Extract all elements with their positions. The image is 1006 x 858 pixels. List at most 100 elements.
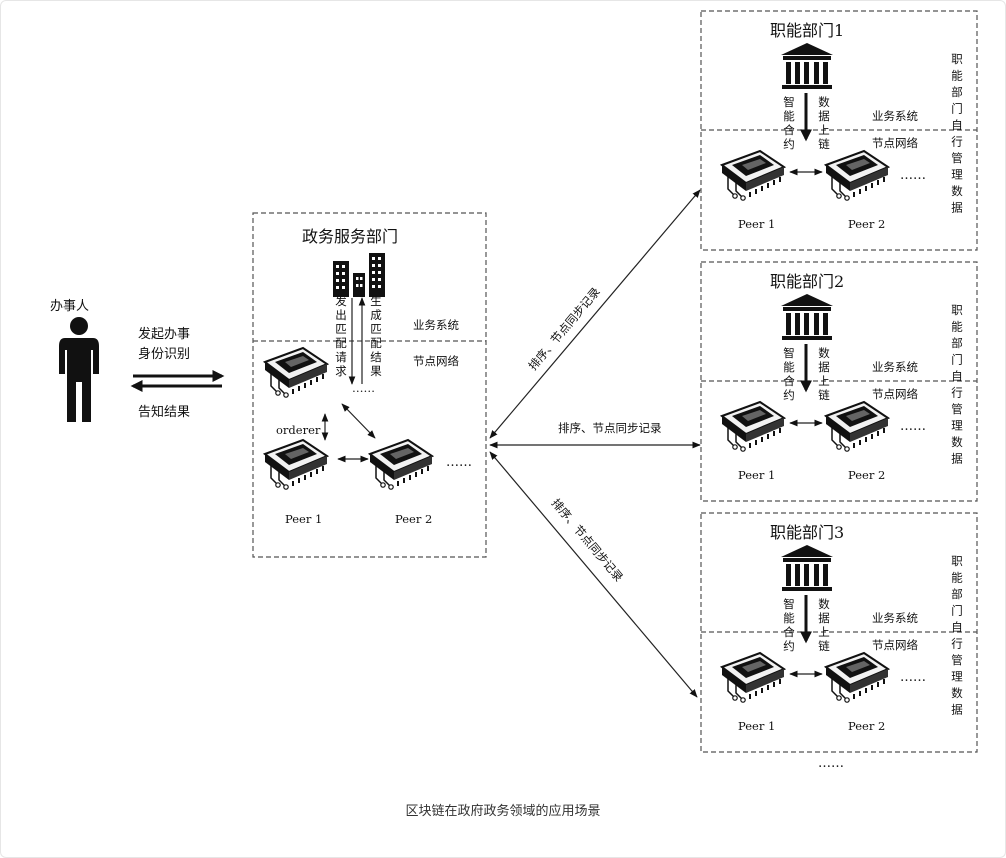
self-managed-data-label-char: 能 <box>951 571 963 585</box>
self-managed-data-label-char: 管 <box>951 402 963 416</box>
self-managed-data-label-char: 职 <box>951 52 963 66</box>
send-match-text-char: 发 <box>335 294 347 308</box>
self-managed-data-label-char: 数 <box>951 184 963 198</box>
gov-dots-small: …… <box>352 381 375 395</box>
smart-contract-label-char: 能 <box>783 611 795 625</box>
department-dots: …… <box>900 419 926 434</box>
self-managed-data-label-char: 管 <box>951 151 963 165</box>
government-building-icon <box>781 545 833 591</box>
self-managed-data-label-char: 自 <box>951 620 963 634</box>
figure-caption: 区块链在政府政务领域的应用场景 <box>405 804 601 819</box>
smart-contract-label-char: 约 <box>783 639 795 653</box>
department-dots: …… <box>900 670 926 685</box>
person-label: 办事人 <box>50 299 89 314</box>
self-managed-data-label-char: 门 <box>951 353 963 367</box>
orderer-label: orderer <box>276 423 321 437</box>
department-business-system: 业务系统 <box>872 360 918 374</box>
government-building-icon <box>781 294 833 340</box>
self-managed-data-label-char: 数 <box>951 435 963 449</box>
smart-contract-label-char: 约 <box>783 137 795 151</box>
self-managed-data-label-char: 理 <box>951 168 963 182</box>
smart-contract-label-char: 能 <box>783 109 795 123</box>
generate-match-text-char: 配 <box>370 336 382 350</box>
department-peer1-label: Peer 1 <box>738 719 775 733</box>
self-managed-data-label-char: 门 <box>951 604 963 618</box>
department-peer2-label: Peer 2 <box>848 468 885 482</box>
data-upload-label-char: 据 <box>818 611 830 625</box>
data-upload-label-char: 上 <box>818 374 830 388</box>
self-managed-data-label-char: 能 <box>951 69 963 83</box>
department-dots: …… <box>900 168 926 183</box>
department-title: 职能部门3 <box>770 523 844 542</box>
self-managed-data-label-char: 部 <box>951 336 963 350</box>
data-upload-label-char: 数 <box>818 346 830 360</box>
data-upload-label-char: 链 <box>818 388 830 402</box>
self-managed-data-label-char: 职 <box>951 554 963 568</box>
gov-peer1-label: Peer 1 <box>285 512 322 526</box>
sync-arrow-dept1 <box>489 189 701 439</box>
gov-peer2-label: Peer 2 <box>395 512 432 526</box>
sync-label-2: 排序、节点同步记录 <box>558 421 662 435</box>
generate-match-text-char: 成 <box>370 308 382 322</box>
request-line-1: 发起办事 <box>138 326 190 342</box>
self-managed-data-label-char: 管 <box>951 653 963 667</box>
smart-contract-label-char: 智 <box>783 597 795 611</box>
department-node-network: 节点网络 <box>872 136 918 150</box>
data-upload-label-char: 上 <box>818 123 830 137</box>
generate-match-text-char: 果 <box>370 364 382 378</box>
self-managed-data-label-char: 部 <box>951 587 963 601</box>
department-node-network: 节点网络 <box>872 387 918 401</box>
smart-contract-label-char: 能 <box>783 360 795 374</box>
generate-match-text-char: 生 <box>370 294 382 308</box>
self-managed-data-label-char: 自 <box>951 369 963 383</box>
self-managed-data-label-char: 据 <box>951 452 963 466</box>
department-title: 职能部门2 <box>770 272 844 291</box>
generate-match-text-char: 结 <box>370 350 382 364</box>
send-match-text-char: 出 <box>335 308 347 322</box>
smart-contract-label-char: 合 <box>783 123 795 137</box>
send-match-text-char: 请 <box>335 350 347 364</box>
department-peer1-label: Peer 1 <box>738 468 775 482</box>
gov-peer2-chip-icon <box>369 439 433 491</box>
self-managed-data-label-char: 理 <box>951 670 963 684</box>
department-peer2-chip-icon <box>825 150 889 202</box>
send-match-text-char: 配 <box>335 336 347 350</box>
department-peer2-label: Peer 2 <box>848 217 885 231</box>
department-business-system: 业务系统 <box>872 109 918 123</box>
self-managed-data-label-char: 理 <box>951 419 963 433</box>
department-node-network: 节点网络 <box>872 638 918 652</box>
data-upload-label-char: 据 <box>818 360 830 374</box>
department-title: 职能部门1 <box>770 21 844 40</box>
department-peer1-chip-icon <box>721 150 785 202</box>
department-business-system: 业务系统 <box>872 611 918 625</box>
request-label: 发起办事 身份识别 <box>138 326 194 362</box>
gov-title: 政务服务部门 <box>302 227 398 246</box>
smart-contract-label-char: 约 <box>783 388 795 402</box>
data-upload-label-char: 数 <box>818 597 830 611</box>
self-managed-data-label-char: 门 <box>951 102 963 116</box>
self-managed-data-label-char: 行 <box>951 135 963 149</box>
self-managed-data-label-char: 部 <box>951 85 963 99</box>
self-managed-data-label-char: 据 <box>951 201 963 215</box>
result-label: 告知结果 <box>138 404 190 420</box>
department-peer1-label: Peer 1 <box>738 217 775 231</box>
sync-label-3: 排序、节点同步记录 <box>549 496 626 584</box>
sync-arrow-dept3 <box>489 451 698 698</box>
self-managed-data-label-char: 行 <box>951 637 963 651</box>
send-match-text-char: 求 <box>335 364 347 378</box>
smart-contract-label-char: 智 <box>783 346 795 360</box>
self-managed-data-label-char: 职 <box>951 303 963 317</box>
